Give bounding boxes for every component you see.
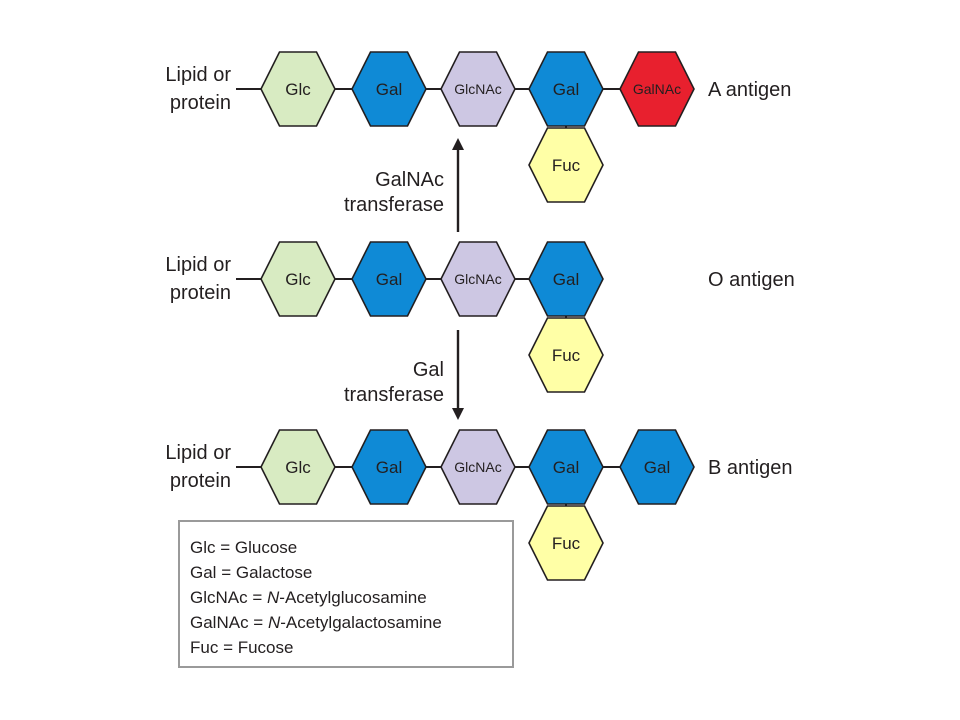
legend-gal-sep: = <box>216 563 235 582</box>
legend-entry-glcnac: GlcNAc = N-Acetylglucosamine <box>190 588 427 607</box>
legend-entry-galnac: GalNAc = N-Acetylgalactosamine <box>190 613 442 632</box>
row-a-antigen-gal-2-hexagon <box>351 51 427 127</box>
row-a-antigen-glc-1-label: Glc <box>285 80 311 99</box>
row-b-antigen-name: B antigen <box>708 457 793 479</box>
row-a-antigen-galnac-5-hexagon <box>619 51 695 127</box>
row-b-antigen-gal-4-hexagon <box>528 429 604 505</box>
row-a-antigen-name: A antigen <box>708 79 791 101</box>
row-b-antigen-gal-5-label: Gal <box>644 458 670 477</box>
row-a-antigen-glcnac-3-hexagon <box>440 51 516 127</box>
row-o-antigen-fuc-branch-label: Fuc <box>552 346 581 365</box>
legend-glc-sep: = <box>216 538 235 557</box>
legend-galnac-name: -Acetylgalactosamine <box>280 613 442 632</box>
row-b-antigen-anchor-line-1: Lipid or <box>165 442 231 464</box>
arrow-galnac-transferase-head <box>452 138 464 150</box>
row-a-antigen-fuc-branch-hexagon <box>528 127 604 203</box>
row-b-antigen-gal-4-label: Gal <box>553 458 579 477</box>
legend-entry-fuc: Fuc = Fucose <box>190 638 293 657</box>
transferase-arrows <box>452 138 464 420</box>
row-b-antigen-glc-1-hexagon <box>260 429 336 505</box>
row-o-antigen-fuc-branch-hexagon <box>528 317 604 393</box>
row-a-antigen-fuc-branch-label: Fuc <box>552 156 581 175</box>
row-o-antigen-name: O antigen <box>708 269 795 291</box>
arrow-gal-transferase-label-line-2: transferase <box>344 384 444 406</box>
row-o-antigen-gal-2-label: Gal <box>376 270 402 289</box>
arrow-gal-transferase-label-line-1: Gal <box>413 359 444 381</box>
row-b-antigen-glcnac-3-hexagon <box>440 429 516 505</box>
row-b-antigen-gal-2-hexagon <box>351 429 427 505</box>
row-a-antigen-anchor-line-2: protein <box>170 92 231 114</box>
legend-entry-gal: Gal = Galactose <box>190 563 312 582</box>
legend-glcnac-abbr: GlcNAc <box>190 588 248 607</box>
legend-glcnac-sep: = <box>248 588 267 607</box>
row-o-antigen-anchor-line-1: Lipid or <box>165 254 231 276</box>
row-o-antigen-glc-1-hexagon <box>260 241 336 317</box>
legend-glc-name: Glucose <box>235 538 297 557</box>
row-b-antigen-anchor-line-2: protein <box>170 470 231 492</box>
row-a-antigen-glcnac-3-label: GlcNAc <box>454 81 501 97</box>
row-o-antigen-glc-1-label: Glc <box>285 270 311 289</box>
row-o-antigen-glcnac-3-hexagon <box>440 241 516 317</box>
arrow-gal-transferase-head <box>452 408 464 420</box>
legend-gal-name: Galactose <box>236 563 313 582</box>
legend-galnac-abbr: GalNAc <box>190 613 249 632</box>
legend-fuc-abbr: Fuc <box>190 638 219 657</box>
row-b-antigen-fuc-branch-label: Fuc <box>552 534 581 553</box>
row-b-antigen-gal-5-hexagon <box>619 429 695 505</box>
row-o-antigen-glcnac-3-label: GlcNAc <box>454 271 501 287</box>
row-a-antigen-gal-2-label: Gal <box>376 80 402 99</box>
row-a-antigen-gal-4-hexagon <box>528 51 604 127</box>
legend-glcnac-ital: N <box>267 588 280 607</box>
legend-entry-glc: Glc = Glucose <box>190 538 297 557</box>
row-a-antigen-anchor-line-1: Lipid or <box>165 64 231 86</box>
row-a-antigen-gal-4-label: Gal <box>553 80 579 99</box>
legend-fuc-name: Fucose <box>238 638 294 657</box>
row-o-antigen-gal-2-hexagon <box>351 241 427 317</box>
legend-glcnac-name: -Acetylglucosamine <box>279 588 426 607</box>
arrow-galnac-transferase-label-line-2: transferase <box>344 194 444 216</box>
arrow-galnac-transferase-label-line-1: GalNAc <box>375 169 444 191</box>
legend-galnac-sep: = <box>249 613 268 632</box>
row-o-antigen-gal-4-hexagon <box>528 241 604 317</box>
legend-fuc-sep: = <box>218 638 237 657</box>
legend-galnac-ital: N <box>268 613 281 632</box>
row-b-antigen-glc-1-label: Glc <box>285 458 311 477</box>
row-b-antigen-glcnac-3-label: GlcNAc <box>454 459 501 475</box>
row-o-antigen-anchor-line-2: protein <box>170 282 231 304</box>
legend-gal-abbr: Gal <box>190 563 216 582</box>
row-a-antigen-galnac-5-label: GalNAc <box>633 81 681 97</box>
row-a-antigen-glc-1-hexagon <box>260 51 336 127</box>
row-b-antigen-gal-2-label: Gal <box>376 458 402 477</box>
legend-box <box>178 520 514 668</box>
row-b-antigen-fuc-branch-hexagon <box>528 505 604 581</box>
legend-glc-abbr: Glc <box>190 538 216 557</box>
row-o-antigen-gal-4-label: Gal <box>553 270 579 289</box>
